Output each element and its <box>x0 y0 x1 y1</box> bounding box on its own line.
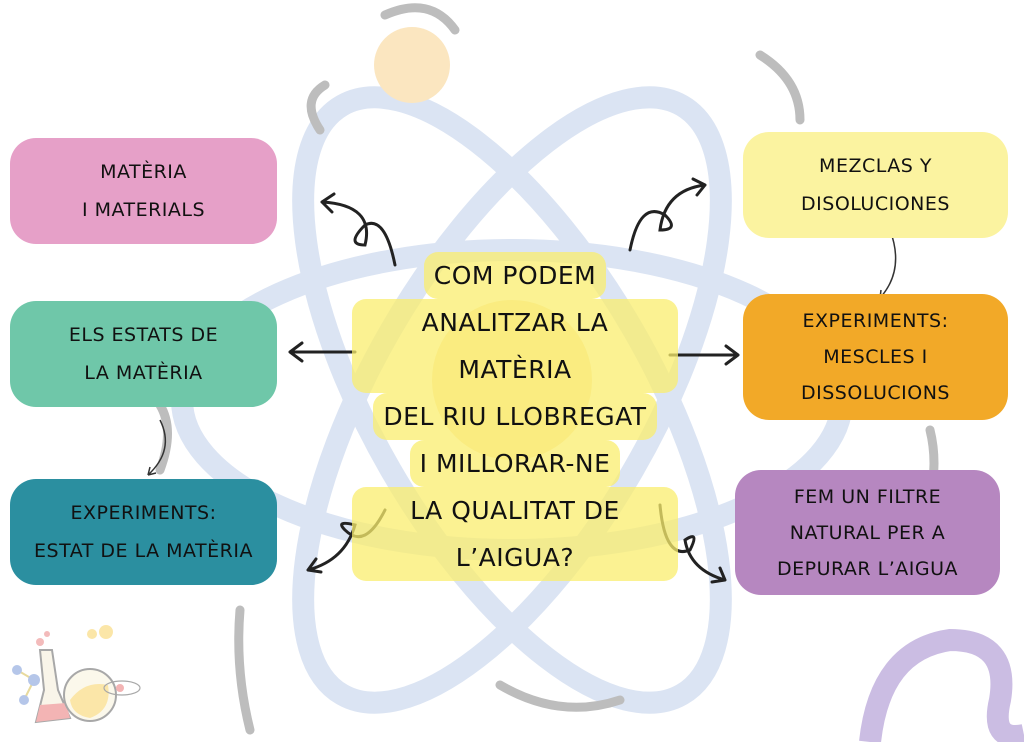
box-experiments-mescles: EXPERIMENTS: MESCLES I DISSOLUCIONS <box>743 294 1008 420</box>
arrow-estats-to-exp <box>147 419 167 476</box>
box-line: MESCLES I <box>823 346 928 368</box>
box-line: I MATERIALS <box>81 199 206 221</box>
box-line: EXPERIMENTS: <box>802 310 949 332</box>
box-line: MEZCLAS Y <box>819 155 932 177</box>
box-line: LA MATÈRIA <box>84 362 203 384</box>
box-line: EXPERIMENTS: <box>70 502 217 524</box>
arrow-to-estats <box>288 341 357 363</box>
box-line: ELS ESTATS DE <box>68 324 219 346</box>
arrow-to-exp-mescles <box>668 344 740 366</box>
box-line: DISSOLUCIONS <box>801 382 950 404</box>
box-mezclas-disoluciones: MEZCLAS Y DISOLUCIONES <box>743 132 1008 238</box>
electron <box>374 27 450 103</box>
box-materia-i-materials: MATÈRIA I MATERIALS <box>10 138 277 244</box>
box-line: FEM UN FILTRE <box>793 485 942 508</box>
box-estats-materia: ELS ESTATS DE LA MATÈRIA <box>10 301 277 407</box>
box-line: NATURAL PER A <box>789 521 946 544</box>
box-line: DISOLUCIONES <box>801 193 950 215</box>
box-line: DEPURAR L’AIGUA <box>776 557 959 580</box>
box-experiments-estat: EXPERIMENTS: ESTAT DE LA MATÈRIA <box>10 479 277 585</box>
central-question: COM PODEM ANALITZAR LA MATÈRIA DEL RIU L… <box>352 252 678 581</box>
lab-flasks-illustration <box>12 625 141 724</box>
purple-swirl <box>859 628 1024 742</box>
question-line: LA QUALITAT DE L’AIGUA? <box>352 487 678 581</box>
question-line: I MILLORAR-NE <box>409 440 621 487</box>
arrow-mezclas-to-exp <box>879 229 897 299</box>
question-line: ANALITZAR LA MATÈRIA <box>352 299 678 393</box>
question-line: COM PODEM <box>423 252 607 299</box>
arrow-to-materia <box>320 192 397 267</box>
box-filtre-natural: FEM UN FILTRE NATURAL PER A DEPURAR L’AI… <box>735 470 1000 595</box>
question-line: DEL RIU LLOBREGAT <box>373 393 657 440</box>
box-line: ESTAT DE LA MATÈRIA <box>34 540 253 562</box>
box-line: MATÈRIA <box>100 161 187 183</box>
arrow-to-mezclas <box>628 177 707 252</box>
